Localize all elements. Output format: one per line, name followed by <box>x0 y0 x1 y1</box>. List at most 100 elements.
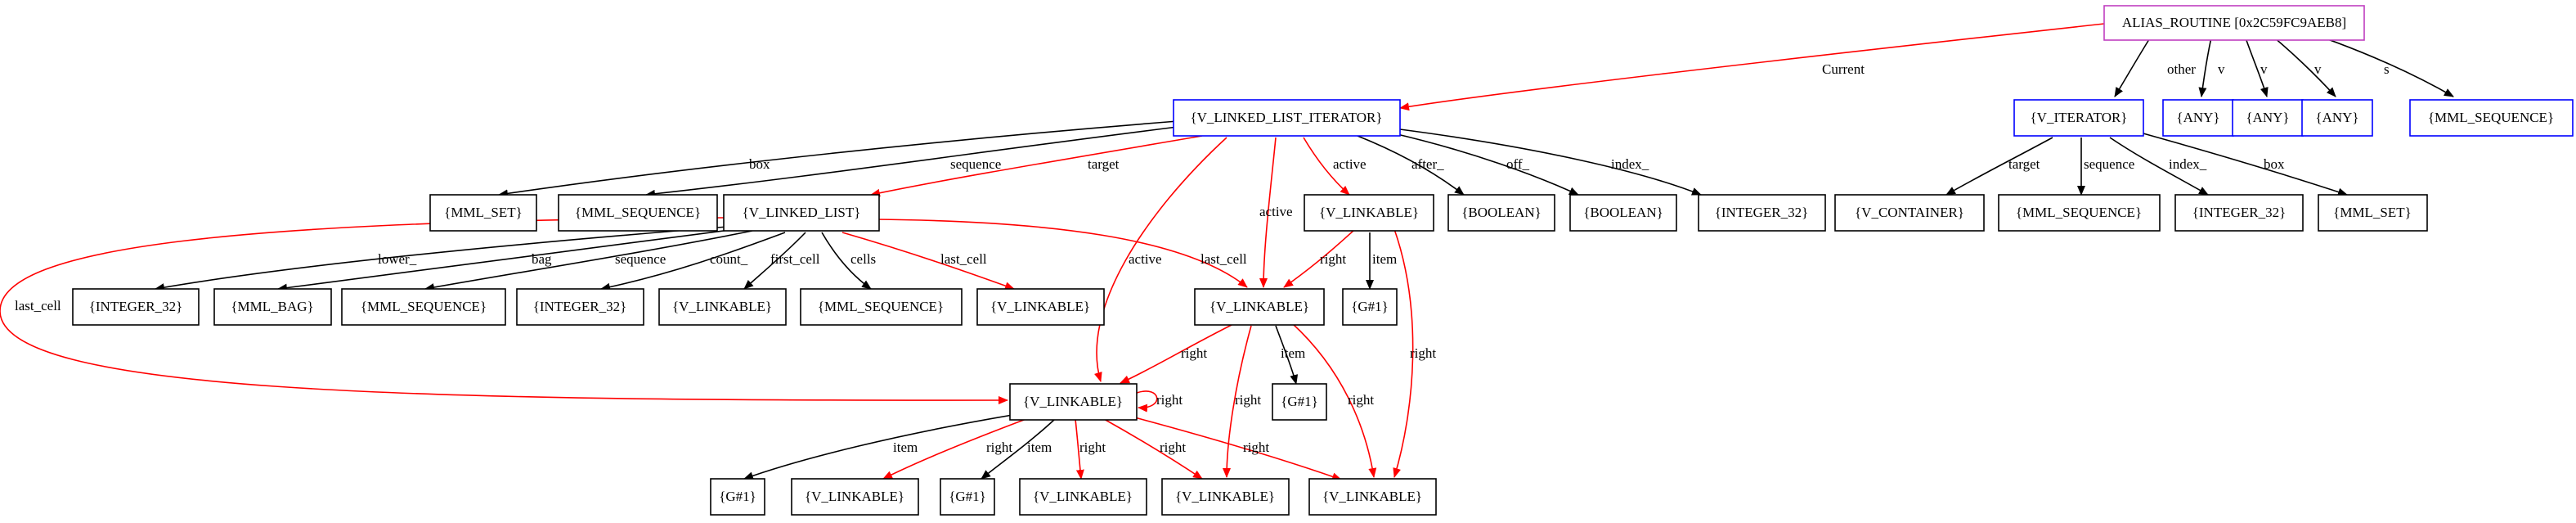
node-label: ALIAS_ROUTINE [0x2C59FC9AEB8] <box>2122 15 2346 30</box>
node-mml-sequence-3[interactable]: {MML_SEQUENCE} <box>341 288 506 326</box>
node-v-linked-list[interactable]: {V_LINKED_LIST} <box>723 194 880 232</box>
edge-label-item-4: item <box>1027 440 1052 455</box>
edge-label-item-2: item <box>1281 345 1305 361</box>
edge-label-box-1: box <box>749 156 770 172</box>
node-label: {V_CONTAINER} <box>1855 205 1964 220</box>
node-label: {BOOLEAN} <box>1583 205 1663 220</box>
edge-label-s: s <box>2384 61 2390 77</box>
edge-label-active-2: active <box>1259 204 1293 219</box>
node-label: {MML_SEQUENCE} <box>575 205 701 220</box>
node-boolean-2[interactable]: {BOOLEAN} <box>1569 194 1677 232</box>
node-boolean-1[interactable]: {BOOLEAN} <box>1447 194 1555 232</box>
node-mml-set-1[interactable]: {MML_SET} <box>429 194 537 232</box>
edge-label-right-8: right <box>1160 440 1186 455</box>
edge-label-active-3: active <box>1129 251 1162 267</box>
edge-label-target-2: target <box>2008 156 2040 172</box>
edge-item-3 <box>743 413 1023 480</box>
node-label: {MML_BAG} <box>231 299 313 314</box>
edge-label-first-cell: first_cell <box>770 251 820 267</box>
edge-label-right-9: right <box>1243 440 1269 455</box>
node-v-linkable-active[interactable]: {V_LINKABLE} <box>1304 194 1434 232</box>
node-label: {G#1} <box>1281 394 1318 409</box>
node-any-2[interactable]: {ANY} <box>2232 99 2304 137</box>
node-any-3[interactable]: {ANY} <box>2301 99 2373 137</box>
node-v-linkable-last-cell[interactable]: {V_LINKABLE} <box>976 288 1105 326</box>
node-v-iterator[interactable]: {V_ITERATOR} <box>2013 99 2144 137</box>
node-v-linkable-b2[interactable]: {V_LINKABLE} <box>1019 478 1147 516</box>
node-label: {V_LINKABLE} <box>1033 489 1133 504</box>
node-label: {INTEGER_32} <box>89 299 183 314</box>
node-mml-sequence-4[interactable]: {MML_SEQUENCE} <box>800 288 963 326</box>
edge-label-cells: cells <box>850 251 876 267</box>
node-label: {G#1} <box>1351 299 1389 314</box>
node-any-1[interactable]: {ANY} <box>2162 99 2234 137</box>
node-v-linkable-b1[interactable]: {V_LINKABLE} <box>791 478 919 516</box>
edge-label-last-cell-3: last_cell <box>15 298 61 313</box>
node-label: {INTEGER_32} <box>533 299 627 314</box>
node-label: {V_LINKABLE} <box>1209 299 1309 314</box>
edge-active-3 <box>1094 137 1227 382</box>
edge-label-right-6: right <box>986 440 1012 455</box>
node-label: {V_LINKED_LIST} <box>743 205 861 220</box>
node-v-linked-list-iterator[interactable]: {V_LINKED_LIST_ITERATOR} <box>1173 99 1401 137</box>
edge-label-index-1: index_ <box>1611 156 1649 172</box>
edge-label-v-3: v <box>2314 61 2322 77</box>
node-v-linkable-middle[interactable]: {V_LINKABLE} <box>1194 288 1325 326</box>
node-mml-set-2[interactable]: {MML_SET} <box>2318 194 2428 232</box>
edge-label-index-2: index_ <box>2169 156 2207 172</box>
edge-first-cell <box>743 232 806 290</box>
edge-right-self <box>1136 390 1158 413</box>
edge-label-right-2: right <box>1410 345 1436 361</box>
edge-lower <box>155 226 729 292</box>
edge-label-last-cell-2: last_cell <box>1200 251 1247 267</box>
edge-right-1 <box>1283 228 1356 288</box>
node-label: {MML_SET} <box>444 205 523 220</box>
edge-label-lower: lower_ <box>378 251 417 267</box>
node-integer-32-3[interactable]: {INTEGER_32} <box>72 288 200 326</box>
edge-last-cell-3 <box>0 217 1008 405</box>
node-integer-32-4[interactable]: {INTEGER_32} <box>516 288 644 326</box>
node-mml-sequence-2[interactable]: {MML_SEQUENCE} <box>1998 194 2161 232</box>
node-label: {MML_SEQUENCE} <box>361 299 487 314</box>
node-alias-routine[interactable]: ALIAS_ROUTINE [0x2C59FC9AEB8] <box>2103 5 2365 41</box>
edge-label-right-4: right <box>1235 392 1261 408</box>
edge-index-2 <box>2109 137 2209 196</box>
node-mml-sequence-top[interactable]: {MML_SEQUENCE} <box>2409 99 2574 137</box>
node-v-linkable-act[interactable]: {V_LINKABLE} <box>1009 383 1138 421</box>
node-v-linkable-first-cell[interactable]: {V_LINKABLE} <box>658 288 787 326</box>
edge-label-box-2: box <box>2264 156 2285 172</box>
node-v-container[interactable]: {V_CONTAINER} <box>1834 194 1985 232</box>
edge-label-item-3: item <box>893 440 918 455</box>
node-v-linkable-b4[interactable]: {V_LINKABLE} <box>1308 478 1437 516</box>
edge-label-right-5: right <box>1348 392 1374 408</box>
node-integer-32-2[interactable]: {INTEGER_32} <box>2174 194 2304 232</box>
edge-right-6 <box>882 417 1031 480</box>
node-g1-3[interactable]: {G#1} <box>710 478 765 516</box>
edge-count <box>600 232 786 291</box>
node-mml-sequence-1[interactable]: {MML_SEQUENCE} <box>558 194 718 232</box>
node-label: {ANY} <box>2176 110 2219 125</box>
edge-label-sequence-1: sequence <box>950 156 1001 172</box>
node-label: {ANY} <box>2315 110 2358 125</box>
node-integer-32-1[interactable]: {INTEGER_32} <box>1698 194 1826 232</box>
node-v-linkable-b3[interactable]: {V_LINKABLE} <box>1161 478 1290 516</box>
node-label: {MML_SEQUENCE} <box>818 299 944 314</box>
node-label: {V_LINKABLE} <box>1023 394 1123 409</box>
edge-label-right-1: right <box>1320 251 1346 267</box>
edge-right-7 <box>1075 418 1084 480</box>
node-g1-1[interactable]: {G#1} <box>1342 288 1398 326</box>
node-g1-4[interactable]: {G#1} <box>940 478 995 516</box>
node-g1-2[interactable]: {G#1} <box>1272 383 1327 421</box>
edge-bag <box>277 228 737 292</box>
edge-label-v-1: v <box>2218 61 2225 77</box>
node-mml-bag[interactable]: {MML_BAG} <box>213 288 332 326</box>
edge-right-5 <box>1291 322 1377 478</box>
edge-label-active-1: active <box>1333 156 1367 172</box>
edge-label-off: off_ <box>1506 156 1530 172</box>
edge-label-other: other <box>2167 61 2196 77</box>
edge-label-count: count_ <box>710 251 748 267</box>
edge-right-8 <box>1103 418 1203 480</box>
edge-item-2 <box>1275 325 1299 385</box>
node-label: {V_LINKABLE} <box>1175 489 1275 504</box>
node-label: {INTEGER_32} <box>1715 205 1809 220</box>
